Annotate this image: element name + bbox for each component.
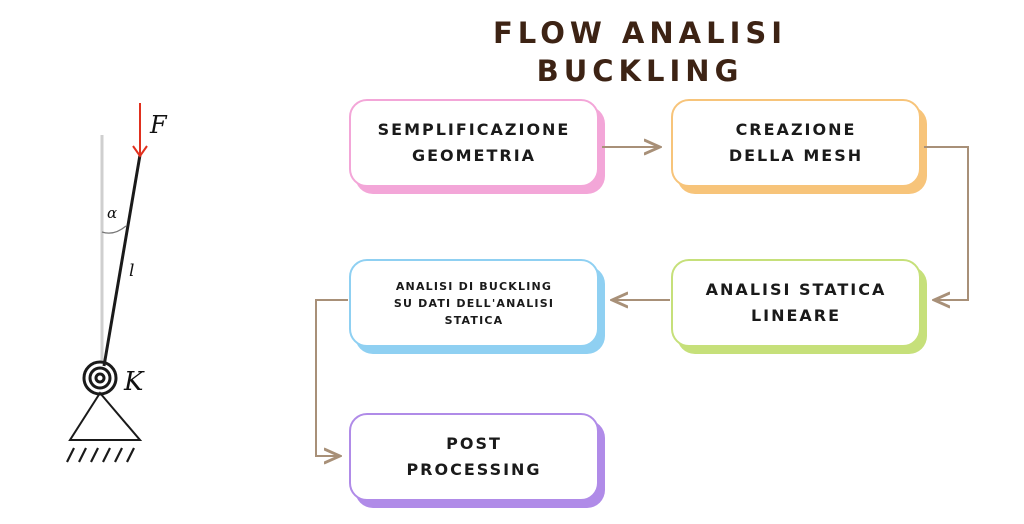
length-label: l bbox=[129, 261, 134, 281]
ground-hatch bbox=[66, 447, 135, 463]
title-line-1: FLOW ANALISI bbox=[492, 16, 788, 50]
spring-label: K bbox=[123, 367, 145, 397]
step-buckling-label: ANALISI DI BUCKLING SU DATI DELL'ANALISI… bbox=[393, 279, 555, 327]
arrow-mesh-to-statica bbox=[924, 146, 969, 300]
force-arrow bbox=[132, 103, 148, 158]
arrow-buckling-to-post bbox=[315, 299, 348, 456]
step-post-processing: POST PROCESSING bbox=[349, 413, 599, 501]
force-label: F bbox=[149, 111, 168, 139]
step-mesh-label: CREAZIONE DELLA MESH bbox=[728, 120, 864, 165]
step-analisi-statica: ANALISI STATICA LINEARE bbox=[671, 259, 921, 347]
step-post-label: POST PROCESSING bbox=[406, 434, 542, 479]
angle-arc bbox=[101, 225, 127, 234]
step-statica-label: ANALISI STATICA LINEARE bbox=[705, 280, 887, 325]
angle-label: α bbox=[107, 204, 117, 222]
title-line-2: BUCKLING bbox=[536, 54, 744, 88]
diagram-title: FLOW ANALISI BUCKLING bbox=[440, 14, 840, 90]
step-semplificazione-label: SEMPLIFICAZIONE GEOMETRIA bbox=[377, 120, 571, 165]
beam bbox=[102, 154, 142, 367]
step-analisi-buckling: ANALISI DI BUCKLING SU DATI DELL'ANALISI… bbox=[349, 259, 599, 347]
rotational-spring bbox=[82, 360, 118, 396]
hinge-support bbox=[68, 391, 143, 441]
step-semplificazione-geometria: SEMPLIFICAZIONE GEOMETRIA bbox=[349, 99, 599, 187]
buckling-sketch: F α l K bbox=[66, 103, 168, 463]
step-creazione-mesh: CREAZIONE DELLA MESH bbox=[671, 99, 921, 187]
